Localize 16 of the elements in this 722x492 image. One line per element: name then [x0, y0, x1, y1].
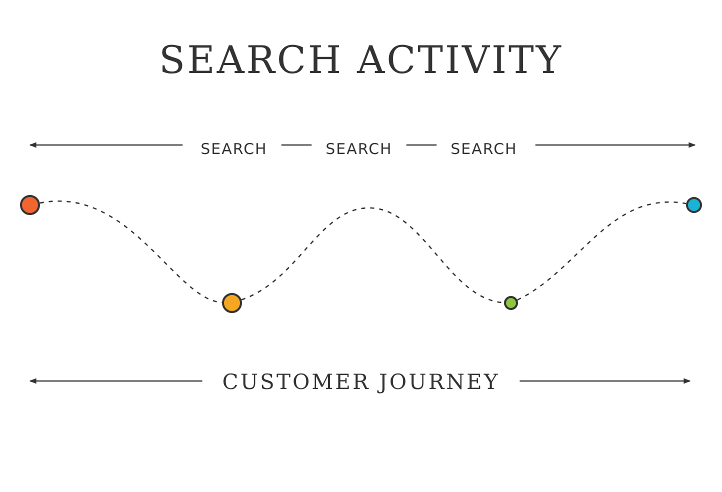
arrow	[29, 142, 183, 148]
journey-label: CUSTOMER JOURNEY	[216, 370, 506, 394]
stage-label: SEARCH	[446, 140, 522, 158]
stage-label: SEARCH	[196, 140, 272, 158]
diagram-title: SEARCH ACTIVITY	[159, 38, 563, 82]
dashed-curve	[517, 202, 686, 301]
arrow	[29, 378, 202, 384]
arrow	[520, 378, 691, 384]
connector-line	[406, 144, 437, 146]
journey-dot	[686, 197, 702, 213]
journey-dot	[504, 296, 518, 310]
stage-label: SEARCH	[322, 140, 396, 158]
journey-dot	[20, 195, 40, 215]
journey-dot	[222, 293, 242, 313]
arrow	[535, 142, 696, 148]
connector-line	[281, 144, 312, 146]
